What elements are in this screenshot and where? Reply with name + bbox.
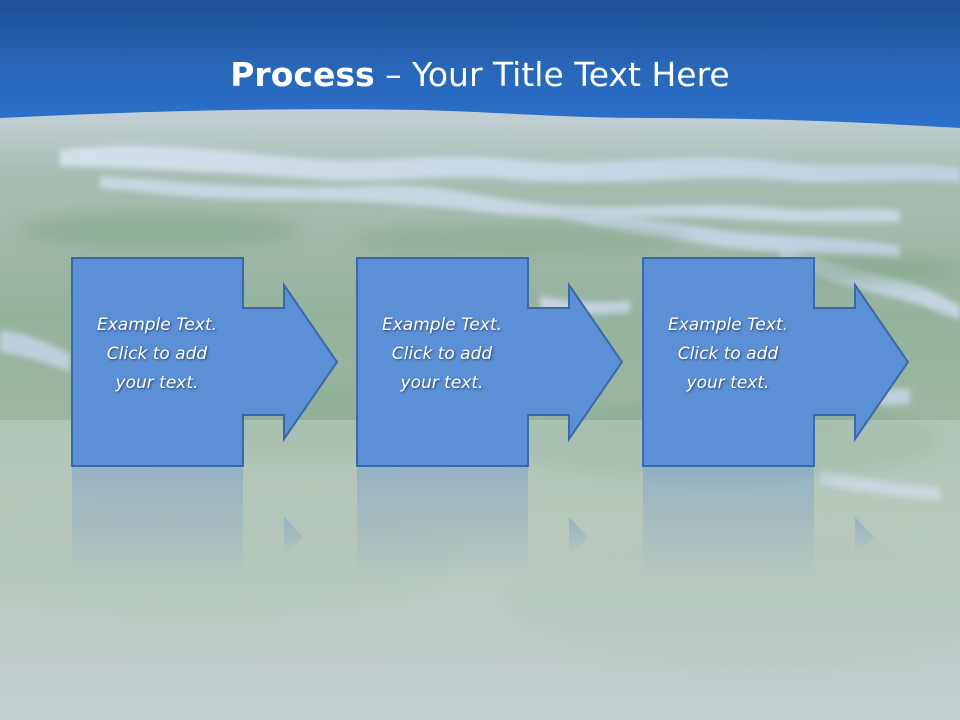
step-text-line: Click to add [677, 344, 779, 364]
step-text-line: Example Text. [96, 315, 218, 335]
arrow-callout-shape [71, 257, 339, 467]
arrow-reflection-shape [643, 467, 874, 577]
arrow-reflection-shape [72, 467, 303, 577]
process-step-3[interactable]: Example Text. Click to add your text. [642, 257, 912, 577]
step-text[interactable]: Example Text. Click to add your text. [71, 311, 243, 398]
arrow-callout-shape [356, 257, 624, 467]
step-text-line: Example Text. [381, 315, 503, 335]
step-text-line: Click to add [106, 344, 208, 364]
step-text[interactable]: Example Text. Click to add your text. [642, 311, 814, 398]
process-step-2[interactable]: Example Text. Click to add your text. [356, 257, 626, 577]
arrow-callout-shape [642, 257, 910, 467]
title-rest: – Your Title Text Here [374, 55, 730, 94]
step-text-line: your text. [686, 373, 770, 393]
title-bold: Process [230, 55, 375, 94]
step-text-line: your text. [400, 373, 484, 393]
step-text-line: Click to add [391, 344, 493, 364]
slide-title[interactable]: Process – Your Title Text Here [0, 50, 960, 100]
step-text-line: Example Text. [667, 315, 789, 335]
arrow-reflection-shape [357, 467, 588, 577]
step-text-line: your text. [115, 373, 199, 393]
step-text[interactable]: Example Text. Click to add your text. [356, 311, 528, 398]
process-step-1[interactable]: Example Text. Click to add your text. [71, 257, 341, 577]
